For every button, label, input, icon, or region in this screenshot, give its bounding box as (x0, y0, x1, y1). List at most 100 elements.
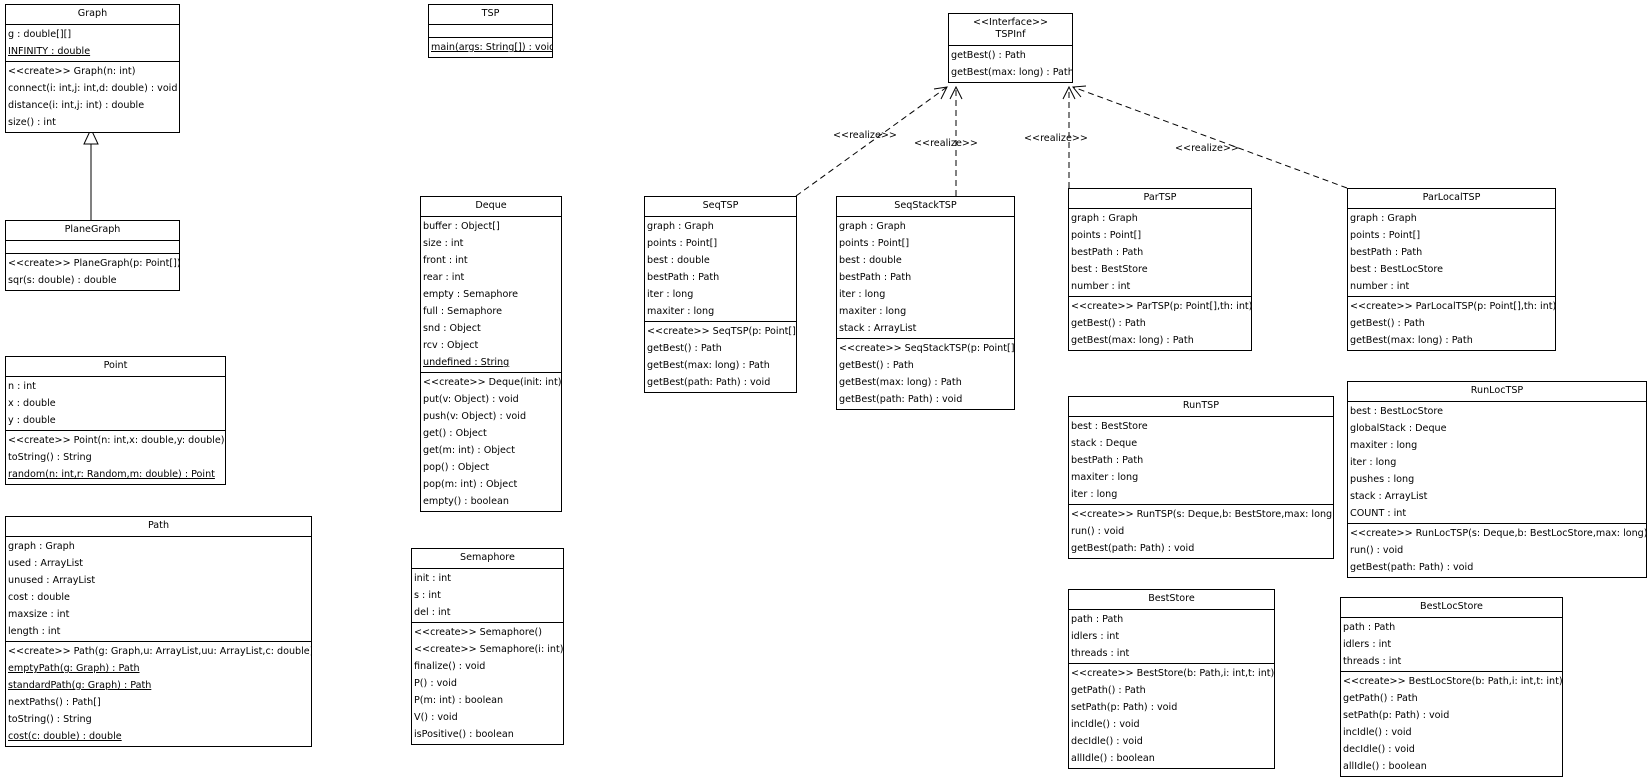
class-name: ParTSP (1069, 189, 1251, 209)
operation: sqr(s: double) : double (8, 275, 117, 286)
operation: getBest(path: Path) : void (1350, 562, 1474, 573)
realize-line-parlocaltsp (1072, 86, 1348, 189)
class-seqstacktsp[interactable]: SeqStackTSP graph : Graph points : Point… (836, 196, 1015, 410)
attribute: length : int (8, 626, 61, 637)
operation: get(m: int) : Object (423, 445, 515, 456)
class-point[interactable]: Point n : int x : double y : double <<cr… (5, 356, 226, 485)
operation: incIdle() : void (1343, 727, 1412, 738)
class-parlocaltsp[interactable]: ParLocalTSP graph : Graph points : Point… (1347, 188, 1556, 351)
operations: main(args: String[]) : void (429, 38, 552, 57)
attribute: graph : Graph (839, 221, 906, 232)
interface-title: TSPInf (995, 29, 1026, 40)
operations: <<create>> Path(g: Graph,u: ArrayList,uu… (6, 642, 311, 746)
class-runloctsp[interactable]: RunLocTSP best : BestLocStore globalStac… (1347, 381, 1647, 578)
operation: size() : int (8, 117, 56, 128)
operations: getBest() : Path getBest(max: long) : Pa… (949, 46, 1072, 82)
operations: <<create>> RunLocTSP(s: Deque,b: BestLoc… (1348, 524, 1646, 577)
realize-label-parlocaltsp: <<realize>> (1175, 143, 1239, 154)
operation: <<create>> Path(g: Graph,u: ArrayList,uu… (8, 646, 311, 657)
realize-arrowhead-seqtsp (933, 86, 948, 100)
operation: decIdle() : void (1071, 736, 1143, 747)
attribute: n : int (8, 381, 36, 392)
operations: <<create>> Graph(n: int) connect(i: int,… (6, 62, 179, 132)
operation: <<create>> ParTSP(p: Point[],th: int) (1071, 301, 1251, 312)
attributes: buffer : Object[] size : int front : int… (421, 217, 561, 373)
interface-tspinf[interactable]: <<Interface>> TSPInf getBest() : Path ge… (948, 13, 1073, 83)
class-semaphore[interactable]: Semaphore init : int s : int del : int <… (411, 548, 564, 745)
attribute: rcv : Object (423, 340, 479, 351)
operation: <<create>> BestLocStore(b: Path,i: int,t… (1343, 676, 1562, 687)
operation: <<create>> SeqTSP(p: Point[]) (647, 326, 796, 337)
operation: setPath(p: Path) : void (1343, 710, 1450, 721)
operation: getBest(max: long) : Path (951, 67, 1072, 78)
interface-name: <<Interface>> TSPInf (949, 14, 1072, 46)
attribute: bestPath : Path (839, 272, 912, 283)
class-name: SeqTSP (645, 197, 796, 217)
operation: push(v: Object) : void (423, 411, 527, 422)
attribute: best : double (839, 255, 902, 266)
class-bestlocstore[interactable]: BestLocStore path : Path idlers : int th… (1340, 597, 1563, 777)
operations: <<create>> SeqStackTSP(p: Point[]) getBe… (837, 339, 1014, 409)
operation: getPath() : Path (1071, 685, 1146, 696)
attribute: del : int (414, 607, 451, 618)
attributes: n : int x : double y : double (6, 377, 225, 431)
class-beststore[interactable]: BestStore path : Path idlers : int threa… (1068, 589, 1275, 769)
operations: <<create>> Deque(init: int) put(v: Objec… (421, 373, 561, 511)
attributes: graph : Graph points : Point[] best : do… (837, 217, 1014, 339)
operation: isPositive() : boolean (414, 729, 514, 740)
operation: V() : void (414, 712, 458, 723)
attributes: best : BestStore stack : Deque bestPath … (1069, 417, 1333, 505)
operation-static: standardPath(g: Graph) : Path (8, 680, 152, 691)
class-seqtsp[interactable]: SeqTSP graph : Graph points : Point[] be… (644, 196, 797, 393)
attribute: y : double (8, 415, 56, 426)
attribute: number : int (1350, 281, 1410, 292)
attribute: threads : int (1343, 656, 1402, 667)
operations: <<create>> Semaphore() <<create>> Semaph… (412, 623, 563, 744)
attributes: graph : Graph points : Point[] best : do… (645, 217, 796, 322)
class-partsp[interactable]: ParTSP graph : Graph points : Point[] be… (1068, 188, 1252, 351)
operation: P(m: int) : boolean (414, 695, 504, 706)
attribute: pushes : long (1350, 474, 1415, 485)
operation: getBest(max: long) : Path (647, 360, 770, 371)
class-runtsp[interactable]: RunTSP best : BestStore stack : Deque be… (1068, 396, 1334, 559)
attribute: full : Semaphore (423, 306, 503, 317)
class-deque[interactable]: Deque buffer : Object[] size : int front… (420, 196, 562, 512)
operation: finalize() : void (414, 661, 486, 672)
attribute: number : int (1071, 281, 1131, 292)
operation: getBest(max: long) : Path (1071, 335, 1194, 346)
operation: <<create>> PlaneGraph(p: Point[]) (8, 258, 179, 269)
operation: allIdle() : boolean (1071, 753, 1155, 764)
attribute: best : BestStore (1071, 421, 1148, 432)
attribute: rear : int (423, 272, 465, 283)
class-graph[interactable]: Graph g : double[][] INFINITY : double <… (5, 4, 180, 133)
attribute: unused : ArrayList (8, 575, 96, 586)
attribute: iter : long (647, 289, 694, 300)
attribute: graph : Graph (1071, 213, 1138, 224)
attribute-static: INFINITY : double (8, 46, 91, 57)
attribute: s : int (414, 590, 441, 601)
class-tsp[interactable]: TSP main(args: String[]) : void (428, 4, 553, 58)
attribute: idlers : int (1071, 631, 1120, 642)
attribute: points : Point[] (1350, 230, 1421, 241)
operations: <<create>> PlaneGraph(p: Point[]) sqr(s:… (6, 254, 179, 290)
attribute: front : int (423, 255, 468, 266)
attribute: path : Path (1343, 622, 1396, 633)
operation: getBest(max: long) : Path (1350, 335, 1473, 346)
class-name: Deque (421, 197, 561, 217)
attribute: stack : Deque (1071, 438, 1138, 449)
operation: <<create>> Deque(init: int) (423, 377, 561, 388)
attribute: iter : long (839, 289, 886, 300)
attribute: size : int (423, 238, 464, 249)
class-path[interactable]: Path graph : Graph used : ArrayList unus… (5, 516, 312, 747)
class-planegraph[interactable]: PlaneGraph <<create>> PlaneGraph(p: Poin… (5, 220, 180, 291)
realize-line-seqtsp (795, 86, 948, 197)
attributes: best : BestLocStore globalStack : Deque … (1348, 402, 1646, 524)
class-name: BestLocStore (1341, 598, 1562, 618)
class-name: Graph (6, 5, 179, 25)
operation: P() : void (414, 678, 457, 689)
operation: getBest(path: Path) : void (647, 377, 771, 388)
attribute: maxiter : long (839, 306, 907, 317)
operations: <<create>> ParLocalTSP(p: Point[],th: in… (1348, 297, 1555, 350)
operation-static: emptyPath(g: Graph) : Path (8, 663, 140, 674)
operation: getBest(path: Path) : void (839, 394, 963, 405)
